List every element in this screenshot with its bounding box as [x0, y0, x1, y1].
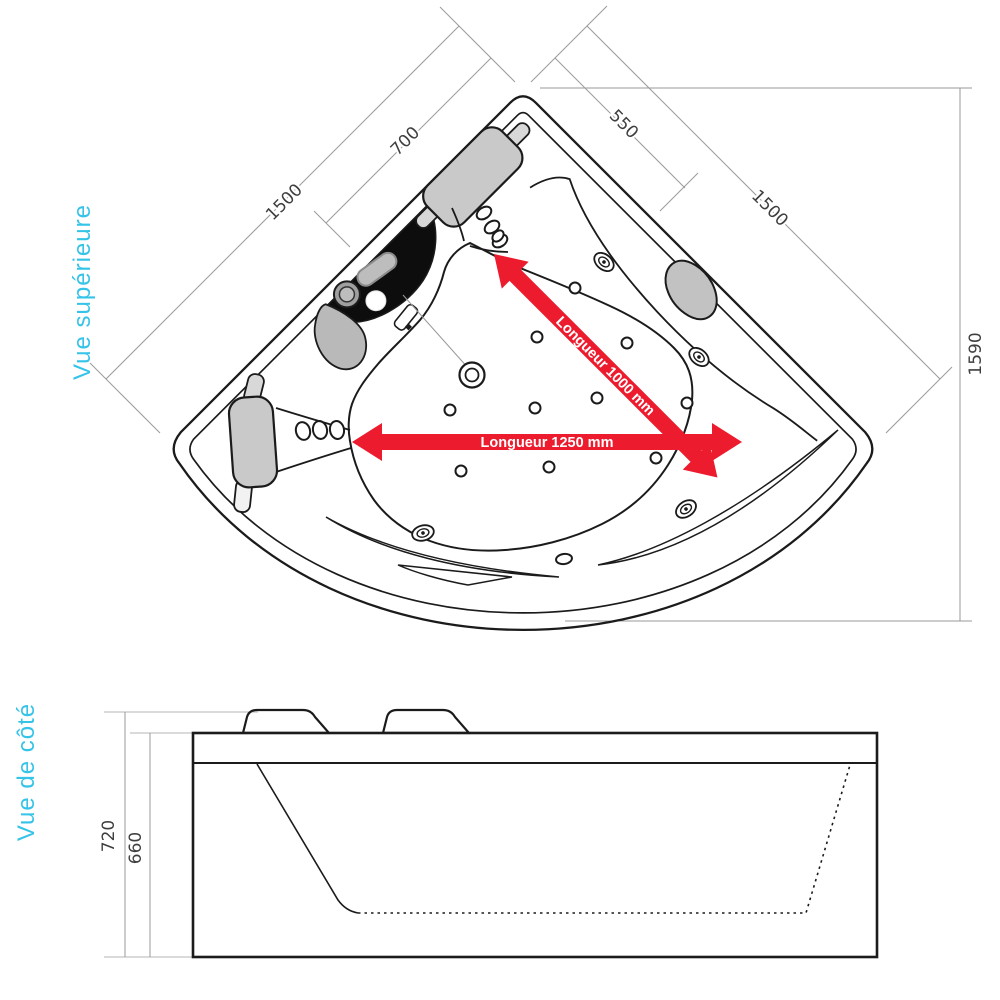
faucet-and-controls	[313, 251, 419, 371]
hydro-jet	[593, 251, 615, 273]
air-jet	[542, 460, 556, 474]
headrest-top	[422, 126, 524, 228]
air-jet	[555, 552, 573, 566]
drain-inner	[464, 367, 480, 383]
air-jet	[590, 391, 604, 405]
air-jet	[443, 403, 457, 417]
air-jet	[454, 464, 468, 478]
back-jet	[294, 421, 312, 441]
drain-leader-line	[402, 294, 470, 370]
side-basin-profile-solid	[256, 763, 359, 914]
hydro-jet	[688, 346, 710, 368]
control-knob-center	[338, 286, 356, 303]
tub-outer-outline	[172, 95, 874, 631]
dim-side-inner-height: 660	[126, 832, 146, 864]
back-jet	[328, 420, 346, 440]
hydro-jet	[675, 499, 697, 519]
control-lever	[356, 251, 398, 287]
hydro-jet	[411, 524, 435, 542]
air-jets	[443, 229, 694, 566]
deck-crease	[325, 516, 560, 578]
extension-lines	[89, 5, 972, 622]
control-button	[365, 290, 387, 312]
dim-wall-left-segment: 700	[387, 123, 424, 160]
air-jet	[530, 330, 544, 344]
dim-wall-right-segment: 550	[605, 106, 642, 143]
tub-inner-rim	[189, 111, 857, 614]
air-jet	[649, 451, 663, 465]
drain-lever-dot	[404, 323, 412, 331]
side-tub-body	[191, 731, 879, 959]
dimension-lines	[105, 25, 961, 621]
overflow-plate	[393, 303, 419, 331]
faucet-spout	[313, 303, 368, 371]
air-jet	[568, 281, 582, 295]
air-jet	[528, 401, 542, 415]
headrest-left-group	[227, 373, 279, 513]
back-jets	[294, 205, 509, 441]
back-jet	[475, 205, 493, 221]
deck-crease-dart	[397, 564, 513, 586]
dim-diagonal-height: 1590	[966, 332, 986, 375]
side-headrest	[381, 708, 472, 735]
air-jet	[620, 336, 634, 350]
headrest-right	[664, 259, 718, 321]
hydro-jets	[411, 251, 710, 542]
air-jet	[680, 396, 694, 410]
measure-arrow-horizontal: Longueur 1250 mm	[352, 423, 742, 461]
side-headrest	[241, 708, 332, 735]
top-view-label: Vue supérieure	[69, 204, 96, 380]
dim-side-outer-height: 720	[99, 820, 119, 852]
back-jet	[311, 420, 329, 440]
deck-crease	[597, 429, 839, 566]
headrest-left	[227, 395, 279, 489]
side-view-label: Vue de côté	[13, 703, 40, 841]
measure-arrow-diagonal-label: Longueur 1000 mm	[552, 314, 657, 419]
dim-wall-left-total: 1500	[262, 180, 307, 225]
bathing-well-outline	[347, 241, 694, 552]
deck-creases	[325, 429, 839, 586]
measure-arrow-horizontal-label: Longueur 1250 mm	[481, 435, 614, 451]
top-view: 1500 700 550 1500 1590	[69, 5, 988, 631]
air-jet	[491, 229, 505, 243]
deck-ledge-line	[529, 176, 818, 442]
side-view: 720 660	[97, 708, 879, 959]
